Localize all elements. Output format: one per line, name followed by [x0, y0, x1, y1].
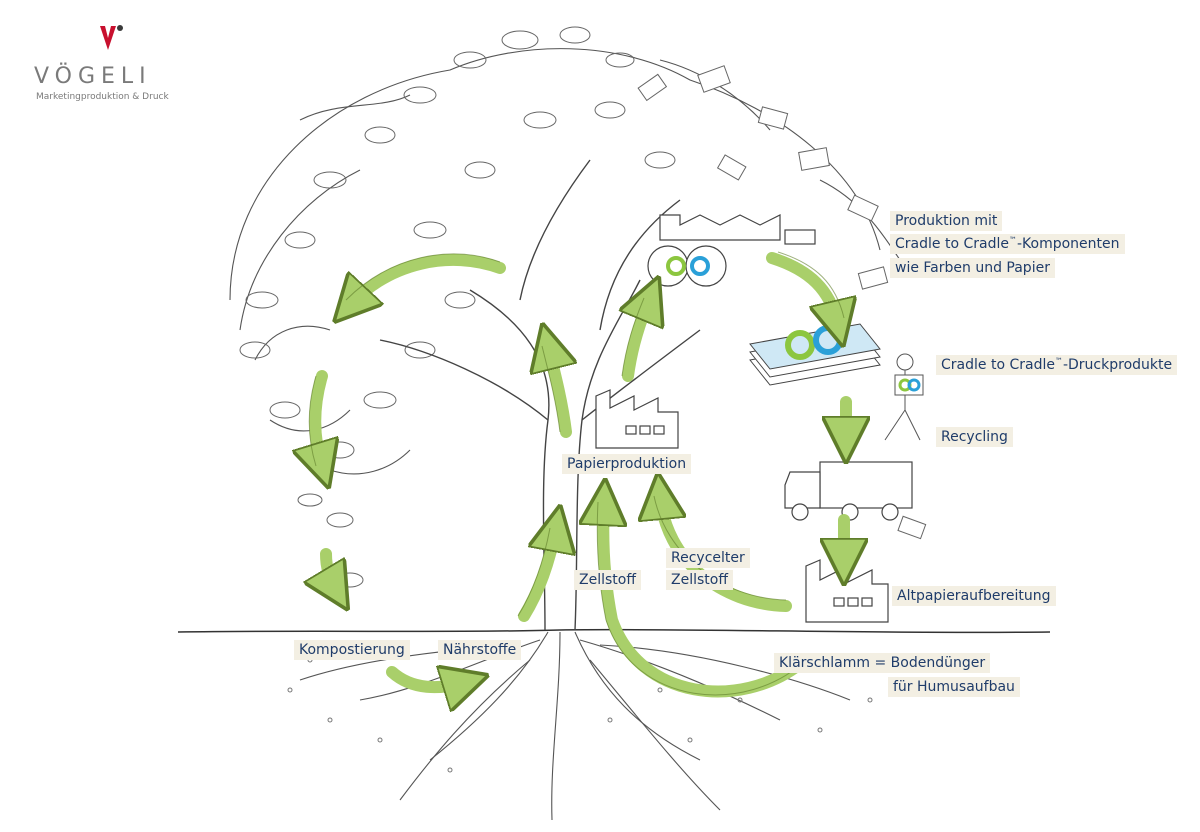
label-produktion-line1: Produktion mit [890, 211, 1003, 231]
arrow-sludge-to-pulp [603, 502, 806, 698]
tree-trunk [379, 159, 701, 631]
label-produktion-line2: Cradle to Cradle™-Komponenten [890, 234, 1125, 254]
soil-specks [287, 657, 873, 773]
label-recycelter-line2: Zellstoff [666, 570, 733, 590]
arrow-left-down [315, 370, 322, 466]
cycle-arrows [315, 252, 846, 698]
label-druckprodukte: Cradle to Cradle™-Druckprodukte [936, 355, 1178, 375]
arrow-canopy-to-left [350, 253, 506, 305]
label-klaerschlamm-line2: für Humusaufbau [888, 677, 1020, 697]
tree-roots [299, 631, 851, 821]
cycle-arrows-outline [308, 251, 845, 696]
arrow-compost-to-nutrients [386, 672, 466, 687]
arrow-trunk-up [548, 346, 566, 438]
garbage-truck [784, 461, 913, 521]
label-altpapieraufbereitung: Altpapieraufbereitung [892, 586, 1056, 606]
label-naehrstoffe: Nährstoffe [438, 640, 522, 660]
arrow-nutrients-up [518, 528, 556, 622]
paper-sheets [637, 65, 927, 540]
label-zellstoff: Zellstoff [574, 570, 641, 590]
arrow-plant-to-print [766, 252, 838, 324]
logo-wordmark: VÖGELI [34, 64, 152, 89]
logo-subtitle: Marketingproduktion & Druck [36, 92, 169, 102]
label-papierproduktion: Papierproduktion [562, 454, 692, 474]
waste-paper-factory [805, 559, 889, 623]
c2c-logo-cans [666, 256, 710, 276]
arrow-paperprod-up [628, 298, 650, 382]
label-recycling: Recycling [936, 427, 1013, 447]
ground-line [177, 628, 1051, 634]
paper-factory [595, 389, 679, 449]
reading-person [884, 353, 924, 441]
arrow-lower-left-down [326, 548, 336, 590]
label-produktion-line3: wie Farben und Papier [890, 258, 1055, 278]
voegeli-logo-mark [100, 25, 123, 50]
label-kompostierung: Kompostierung [294, 640, 410, 660]
label-recycelter-line1: Recycelter [666, 548, 750, 568]
label-klaerschlamm-line1: Klärschlamm = Bodendünger [774, 653, 991, 673]
